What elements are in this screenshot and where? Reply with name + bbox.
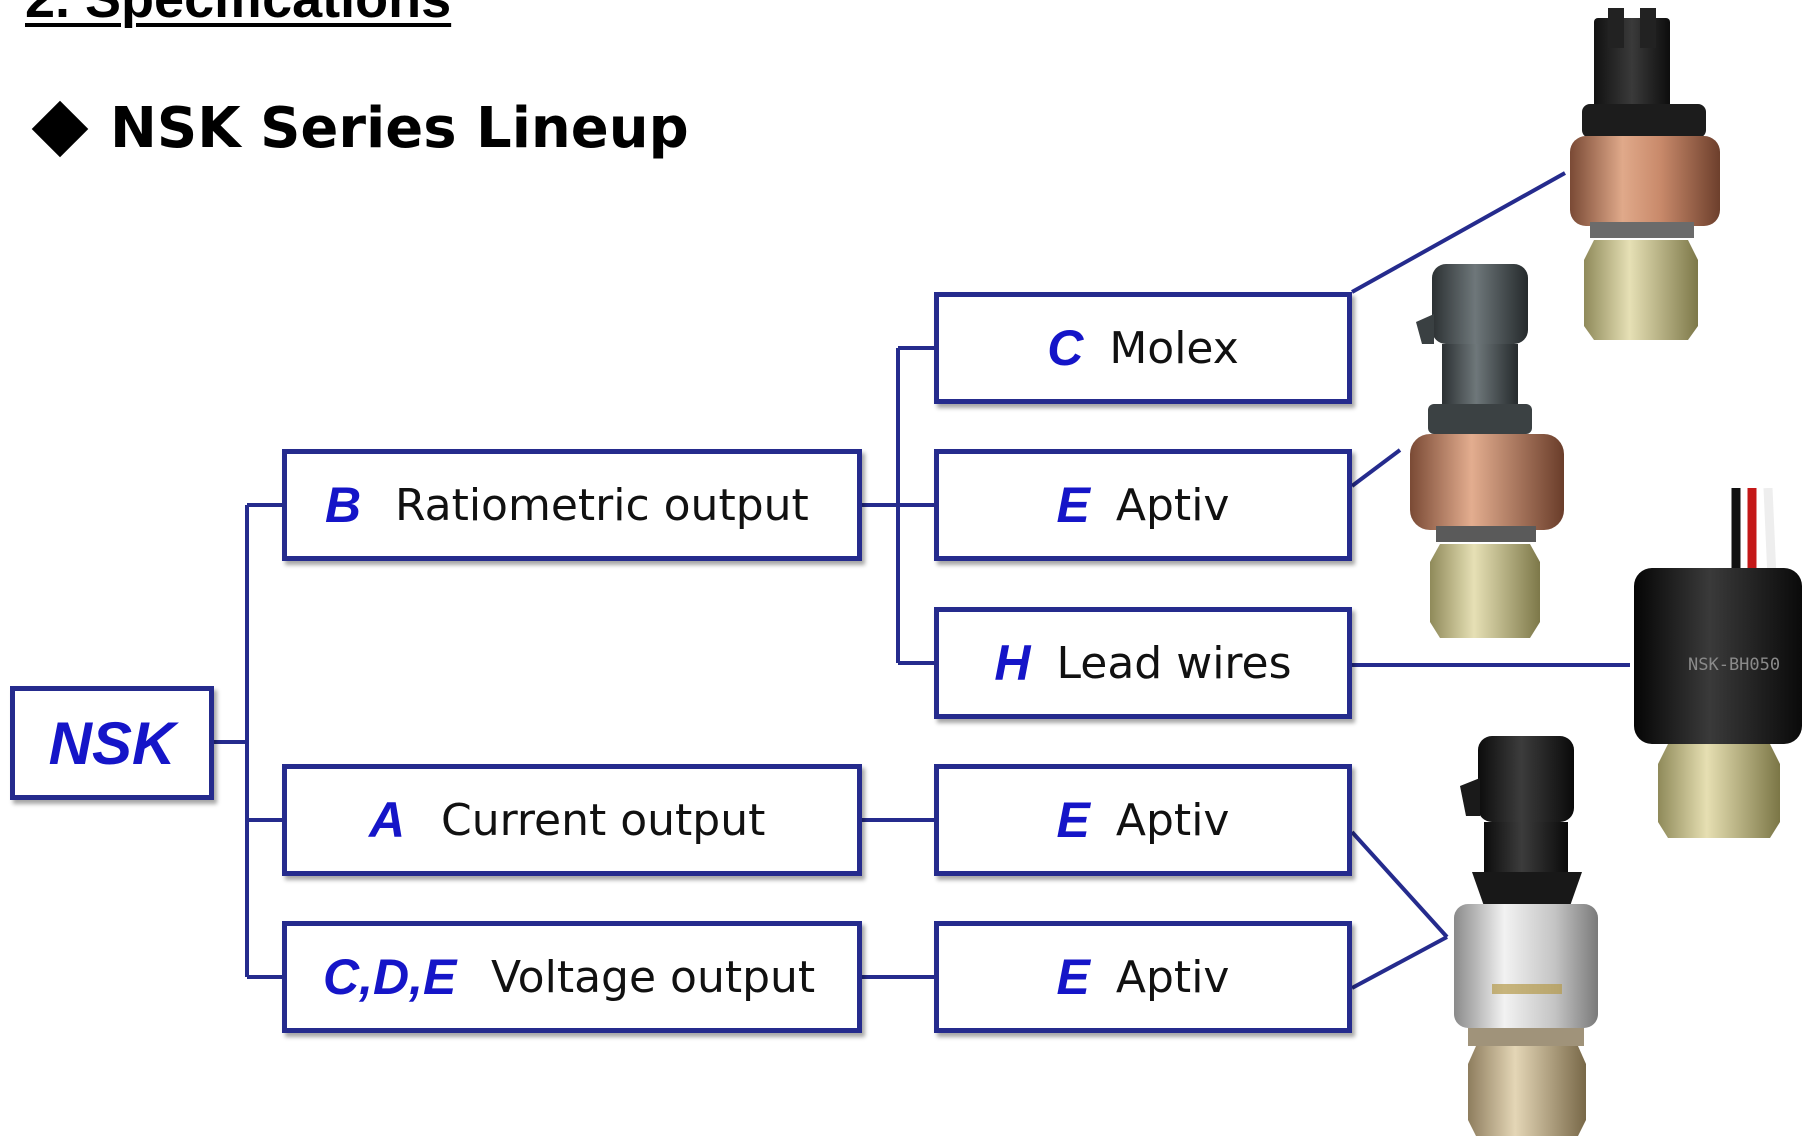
aptiv-copper-sensor-image <box>1410 264 1564 638</box>
connector-label: Aptiv <box>1115 479 1230 531</box>
connector-code: E <box>1056 477 1090 533</box>
output-label: Voltage output <box>491 951 816 1003</box>
output-code: A <box>369 792 406 848</box>
nsk-root-label: NSK <box>48 709 176 777</box>
output-code: C,D,E <box>323 949 457 1005</box>
lead-wire-sensor-image: NSK-BH050 <box>1634 488 1802 838</box>
output-box-ratiometric: B Ratiometric output <box>282 449 862 561</box>
connector-code: E <box>1056 949 1090 1005</box>
connector-box-aptiv-current: E Aptiv <box>934 764 1352 876</box>
output-code: B <box>325 477 362 533</box>
connector-box-aptiv-voltage: E Aptiv <box>934 921 1352 1033</box>
series-lineup-label: NSK Series Lineup <box>110 96 689 161</box>
line-voltage-aptiv-to-photo <box>1351 935 1448 990</box>
connector-label: Aptiv <box>1115 794 1230 846</box>
nsk-root-box: NSK <box>10 686 214 800</box>
connector-label: Molex <box>1109 322 1239 374</box>
line-molex-to-photo <box>1351 171 1566 294</box>
connector-code: H <box>994 635 1031 691</box>
sensor-marking-text: NSK-BH050 <box>1688 655 1780 675</box>
line-aptiv-to-photo <box>1350 448 1402 488</box>
output-label: Current output <box>441 794 766 846</box>
section-heading: 2. Specifications <box>25 0 451 30</box>
line-current-aptiv-to-photo <box>1350 830 1449 939</box>
connector-label: Aptiv <box>1115 951 1230 1003</box>
connector-box-molex: C Molex <box>934 292 1352 404</box>
output-box-voltage: C,D,E Voltage output <box>282 921 862 1033</box>
output-label: Ratiometric output <box>395 479 809 531</box>
molex-sensor-image <box>1570 8 1720 340</box>
connector-code: C <box>1047 320 1084 376</box>
connector-box-aptiv-ratiometric: E Aptiv <box>934 449 1352 561</box>
connector-code: E <box>1056 792 1090 848</box>
series-lineup-title: NSK Series Lineup <box>31 96 689 161</box>
connector-label: Lead wires <box>1056 637 1292 689</box>
aptiv-stainless-sensor-image <box>1454 736 1598 1136</box>
connector-box-lead-wires: H Lead wires <box>934 607 1352 719</box>
output-box-current: A Current output <box>282 764 862 876</box>
